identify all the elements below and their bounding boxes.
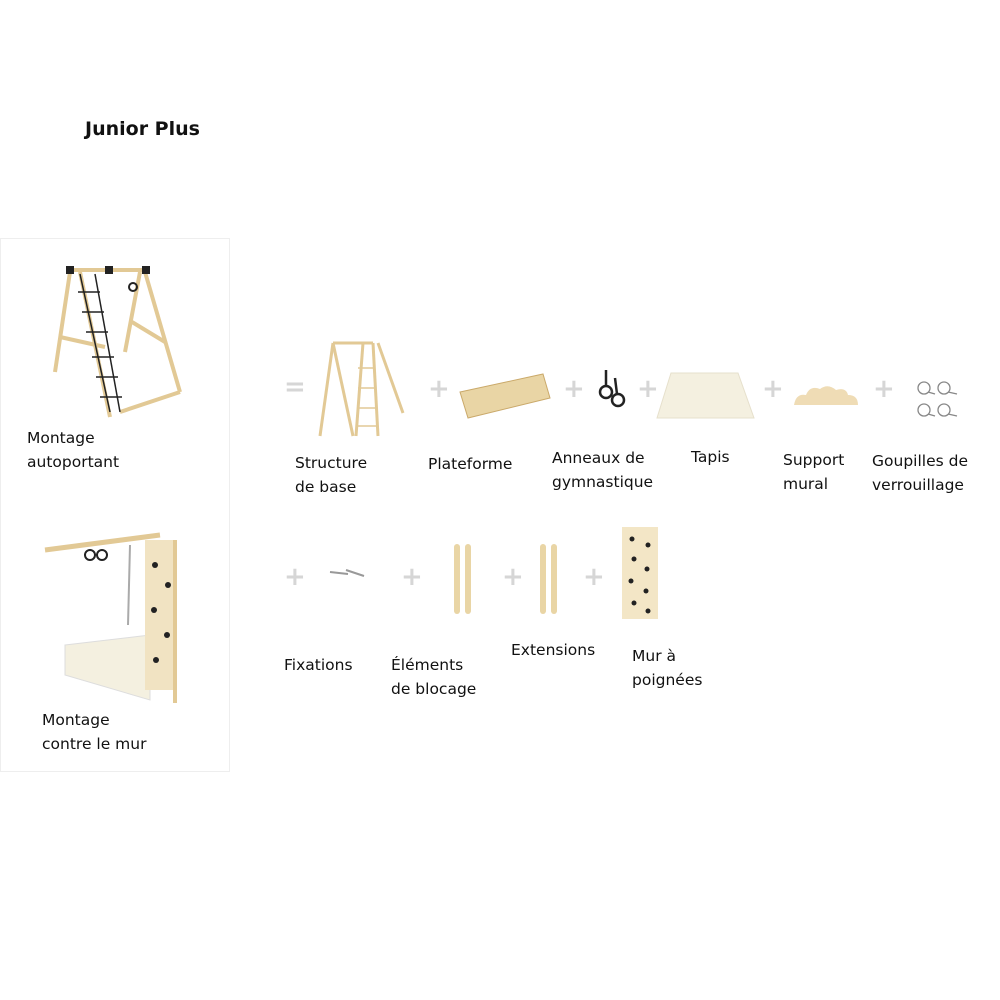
gymnastic-rings-image xyxy=(598,370,626,408)
fixings-label: Fixations xyxy=(284,656,353,674)
plus-sign: + xyxy=(637,374,659,404)
configurations-panel xyxy=(0,238,230,772)
base-structure-image xyxy=(318,341,405,437)
plus-sign: + xyxy=(762,374,784,404)
mat-label: Tapis xyxy=(691,448,730,466)
freestanding-label: Montage autoportant xyxy=(27,429,120,471)
platform-image xyxy=(459,373,551,419)
plus-sign: + xyxy=(502,562,524,592)
rings-label: Anneaux de gymnastique xyxy=(552,449,654,491)
extensions-label: Extensions xyxy=(511,641,596,659)
wall-assembly-image xyxy=(44,532,177,703)
equals-sign: = xyxy=(284,372,306,402)
plus-sign: + xyxy=(563,374,585,404)
mat-image xyxy=(656,372,755,419)
blocking-elements-label: Éléments de blocage xyxy=(391,656,477,698)
wall-mounted-label: Montage contre le mur xyxy=(42,711,147,753)
product-title: Junior Plus xyxy=(85,118,200,140)
wall-bracket-image xyxy=(794,386,858,405)
locking-pins-image xyxy=(917,381,958,417)
plus-sign: + xyxy=(873,374,895,404)
climbing-wall-label: Mur à poignées xyxy=(632,647,703,689)
plus-sign: + xyxy=(583,562,605,592)
plus-sign: + xyxy=(284,562,306,592)
fixings-image xyxy=(329,569,365,577)
wall-bracket-label: Support mural xyxy=(783,451,845,493)
climbing-wall-image xyxy=(622,527,658,619)
blocking-elements-image xyxy=(454,544,471,614)
freestanding-assembly-image xyxy=(53,266,182,418)
base-structure-label: Structure de base xyxy=(295,454,368,496)
plus-sign: + xyxy=(428,374,450,404)
platform-label: Plateforme xyxy=(428,455,513,473)
extensions-image xyxy=(540,544,557,614)
plus-sign: + xyxy=(401,562,423,592)
locking-pins-label: Goupilles de verrouillage xyxy=(872,452,968,494)
